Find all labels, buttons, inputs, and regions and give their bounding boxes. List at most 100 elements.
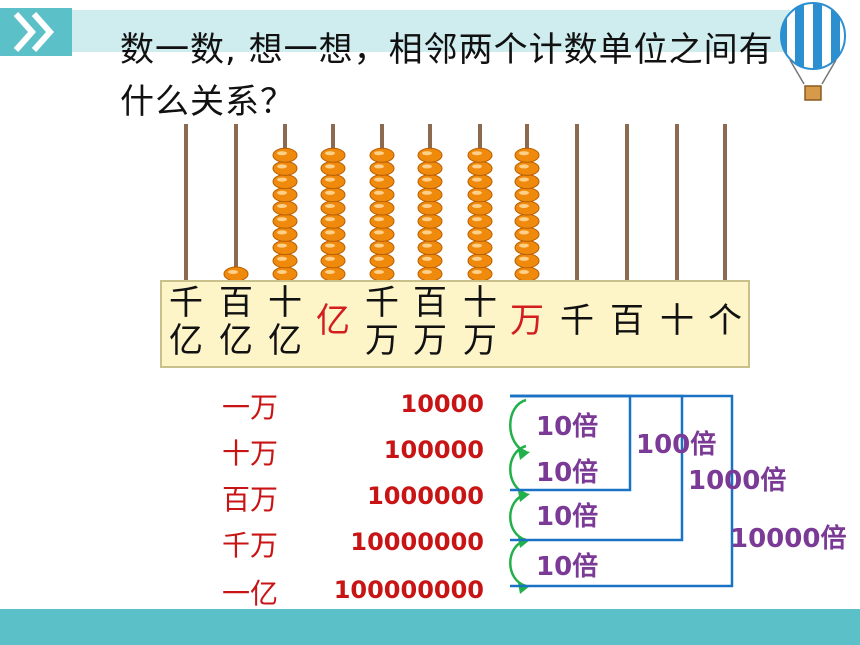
abacus-bead-highlight [472, 190, 482, 195]
abacus-bead-highlight [374, 230, 384, 235]
place-value-label-box [160, 280, 750, 368]
abacus-bead-highlight [374, 243, 384, 248]
abacus-bead-highlight [472, 151, 482, 156]
abacus-bead-highlight [519, 243, 529, 248]
abacus-bead-highlight [422, 177, 432, 182]
place-label-top: 万 [510, 301, 544, 341]
arrow-head-4 [518, 583, 530, 594]
abacus-bead-highlight [277, 270, 287, 274]
abacus-bead-highlight [277, 164, 287, 169]
relation-100x: 100倍 [636, 430, 717, 460]
abacus-bead-highlight [519, 204, 529, 208]
place-label-bottom: 万 [365, 321, 399, 361]
place-label-top: 个 [708, 301, 742, 341]
abacus-bead-highlight [422, 217, 432, 222]
arc-4 [509, 538, 527, 588]
abacus-bead-highlight [325, 243, 335, 248]
abacus-bead-highlight [277, 177, 287, 182]
arc-1 [509, 398, 527, 454]
abacus-bead-highlight [422, 243, 432, 248]
abacus-bead-highlight [374, 151, 384, 156]
place-label-bottom: 亿 [219, 321, 253, 361]
abacus-bead-highlight [472, 256, 482, 261]
unit-number-shiwan: 100000 [383, 436, 484, 464]
abacus-bead-highlight [472, 230, 482, 235]
abacus-bead-highlight [422, 164, 432, 169]
abacus-bead-highlight [472, 164, 482, 169]
abacus [184, 124, 727, 282]
abacus-bead-highlight [325, 177, 335, 182]
abacus-bead-highlight [374, 204, 384, 208]
abacus-bead-highlight [422, 204, 432, 208]
unit-name-baiwan: 百万 [221, 483, 278, 516]
place-label-top: 千 [560, 301, 594, 341]
place-label: 千亿 [166, 284, 206, 360]
place-label-top: 千 [365, 283, 399, 323]
place-label: 十万 [460, 284, 500, 360]
abacus-bead-highlight [519, 270, 529, 274]
hot-air-balloon-icon [780, 2, 846, 101]
abacus-bead-highlight [228, 270, 238, 274]
place-label-bottom: 万 [413, 321, 447, 361]
relation-10x-3: 10倍 [536, 502, 599, 532]
relation-1000x: 1000倍 [688, 466, 787, 496]
bracket-10000 [510, 394, 734, 588]
abacus-bead-highlight [472, 270, 482, 274]
place-label-top: 百 [413, 283, 447, 323]
place-label-bottom: 亿 [169, 321, 203, 361]
abacus-bead-highlight [422, 256, 432, 261]
abacus-bead-highlight [422, 270, 432, 274]
place-label: 个 [705, 302, 745, 340]
double-chevron-icon [13, 12, 55, 52]
place-label: 千万 [362, 284, 402, 360]
arrow-head-2 [518, 491, 530, 502]
abacus-bead-highlight [519, 177, 529, 182]
unit-number-qianwan: 10000000 [350, 528, 484, 556]
abacus-bead-highlight [519, 190, 529, 195]
abacus-bead-highlight [277, 151, 287, 156]
place-label-top: 亿 [316, 301, 350, 341]
abacus-bead-highlight [325, 270, 335, 274]
place-label-top: 十 [268, 283, 302, 323]
unit-name-wan: 一万 [221, 391, 278, 424]
abacus-bead-highlight [325, 230, 335, 235]
arrow-head-1 [518, 449, 530, 460]
place-label: 千 [557, 302, 597, 340]
relation-10x-4: 10倍 [536, 552, 599, 582]
abacus-bead-highlight [374, 256, 384, 261]
unit-number-baiwan: 1000000 [367, 482, 484, 510]
abacus-bead-highlight [422, 190, 432, 195]
header-banner [0, 8, 790, 56]
unit-number-wan: 10000 [400, 390, 485, 418]
place-label: 万 [507, 302, 547, 340]
place-label-bottom: 亿 [268, 321, 302, 361]
unit-name-qianwan: 千万 [221, 529, 278, 562]
abacus-bead-highlight [374, 190, 384, 195]
abacus-bead-highlight [325, 217, 335, 222]
abacus-bead-highlight [519, 256, 529, 261]
relation-10x-1: 10倍 [536, 412, 599, 442]
place-label: 十 [657, 302, 697, 340]
place-label: 十亿 [265, 284, 305, 360]
relation-10x-2: 10倍 [536, 458, 599, 488]
abacus-bead-highlight [325, 164, 335, 169]
header-strip [0, 10, 790, 52]
abacus-bead-highlight [422, 230, 432, 235]
abacus-bead-highlight [277, 217, 287, 222]
abacus-bead-highlight [374, 164, 384, 169]
place-label-top: 百 [219, 283, 253, 323]
relation-10000x: 10000倍 [730, 524, 847, 554]
abacus-bead-highlight [325, 204, 335, 208]
abacus-bead-highlight [325, 256, 335, 261]
unit-name-shiwan: 十万 [221, 437, 278, 470]
abacus-bead-highlight [422, 151, 432, 156]
abacus-bead-highlight [325, 151, 335, 156]
place-label-top: 十 [463, 283, 497, 323]
abacus-bead-highlight [472, 217, 482, 222]
place-label: 亿 [313, 302, 353, 340]
abacus-bead-highlight [277, 243, 287, 248]
place-label: 百 [607, 302, 647, 340]
abacus-bead-highlight [277, 256, 287, 261]
question-line-1: 数一数, 想一想，相邻两个计数单位之间有 [120, 30, 774, 70]
